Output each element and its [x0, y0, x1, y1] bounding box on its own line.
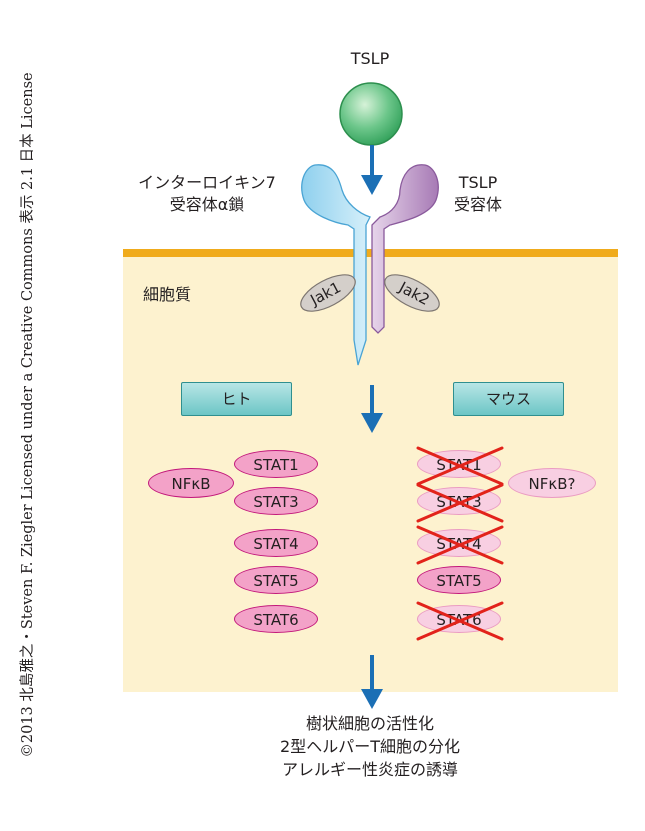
tslp-receptor-label-line1: TSLP [458, 173, 498, 192]
tslp-receptor-shape [371, 164, 439, 334]
jak2-icon [384, 274, 440, 312]
tslp-receptor-label-line2: 受容体 [453, 195, 502, 214]
human-stat6: STAT6 [234, 605, 318, 633]
human-stat5: STAT5 [234, 566, 318, 594]
tslp-ligand-label: TSLP [350, 49, 390, 68]
arrow-signaling-icon [361, 385, 383, 433]
receptor-complex: Jak1 Jak2 [300, 164, 440, 366]
outcome-th2-differentiation: 2型ヘルパーT細胞の分化 [280, 737, 460, 756]
outcome-list: 樹状細胞の活性化 2型ヘルパーT細胞の分化 アレルギー性炎症の誘導 [230, 712, 510, 781]
il7-receptor-label-line1: インターロイキン7 [138, 173, 276, 192]
outcome-dendritic-activation: 樹状細胞の活性化 [305, 714, 434, 733]
arrow-outcome-icon [361, 655, 383, 709]
cytoplasm-label: 細胞質 [143, 285, 192, 304]
human-stat1: STAT1 [234, 450, 318, 478]
human-stat4: STAT4 [234, 529, 318, 557]
jak1-icon [300, 274, 356, 312]
mouse-box: マウス [453, 382, 564, 416]
mouse-stat5: STAT5 [417, 566, 501, 594]
human-nfkb: NFκB [148, 468, 234, 498]
mouse-absent-crosses [416, 446, 504, 641]
outcome-allergic-inflammation: アレルギー性炎症の誘導 [281, 760, 458, 779]
human-stat3: STAT3 [234, 487, 318, 515]
cross-mark-stat3-icon [416, 483, 504, 523]
mouse-nfkb: NFκB? [508, 468, 596, 498]
arrow-binding-icon [361, 145, 383, 195]
cross-mark-stat1-icon [416, 446, 504, 486]
il7-receptor-label-line2: 受容体α鎖 [169, 195, 245, 214]
il7-receptor-alpha-shape [301, 164, 371, 366]
cross-mark-stat6-icon [416, 601, 504, 641]
tslp-ligand-icon [339, 82, 403, 146]
copyright-credit: ©2013 北島雅之・Steven F. Ziegler Licensed un… [20, 72, 36, 758]
human-box: ヒト [181, 382, 292, 416]
cell-membrane [123, 249, 618, 257]
cross-mark-stat4-icon [416, 525, 504, 565]
